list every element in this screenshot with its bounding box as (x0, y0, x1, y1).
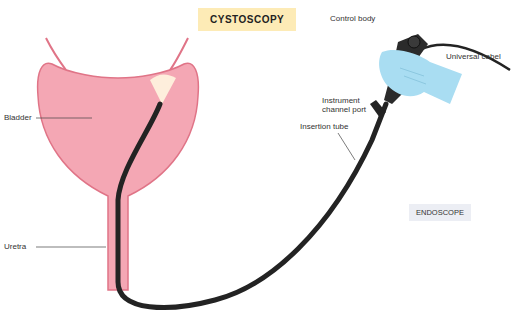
part-label: Insertion tube (300, 122, 348, 131)
control-knob (408, 36, 420, 48)
organ-label: Uretra (4, 242, 26, 251)
scope-light (150, 74, 176, 104)
insertion-tube (118, 104, 386, 307)
part-label: Universal cabel (446, 52, 501, 61)
bladder-leader (36, 118, 92, 119)
hand-fingers (400, 68, 426, 84)
part-label: Instrument channel port (322, 96, 382, 114)
label-box: ENDOSCOPE (409, 204, 471, 221)
uretra-leader (36, 247, 106, 248)
organ-label: Bladder (4, 113, 32, 122)
box-text: ENDOSCOPE (416, 208, 464, 217)
title-text: CYSTOSCOPY (210, 14, 284, 25)
title-box: CYSTOSCOPY (198, 8, 296, 31)
instrument-channel-port (370, 100, 386, 118)
insertion-tube-leader (338, 133, 355, 160)
part-label: Control body (330, 14, 375, 23)
